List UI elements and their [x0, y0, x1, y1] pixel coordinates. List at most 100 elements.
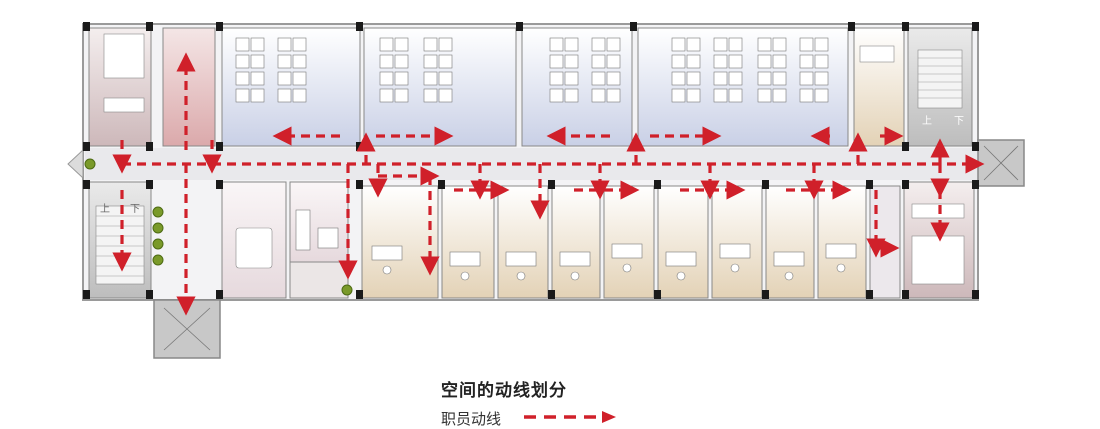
office-desk — [371, 245, 403, 261]
desk — [772, 37, 787, 52]
desk — [686, 37, 701, 52]
plant-icon — [152, 206, 164, 218]
desk — [423, 37, 438, 52]
office-desk — [719, 243, 751, 259]
desk — [606, 37, 621, 52]
desk — [423, 54, 438, 69]
column — [516, 22, 523, 31]
desk — [686, 71, 701, 86]
desk — [379, 37, 394, 52]
desk — [292, 71, 307, 86]
plant-icon — [84, 158, 96, 170]
desk — [814, 71, 829, 86]
stair-down-label: 下 — [954, 116, 964, 127]
column — [216, 290, 223, 299]
desk — [728, 37, 743, 52]
desk — [250, 54, 265, 69]
plant-icon — [152, 238, 164, 250]
plants — [84, 158, 353, 296]
desk — [591, 54, 606, 69]
plant-icon — [152, 222, 164, 234]
column — [146, 22, 153, 31]
diagram-title: 空间的动线划分 — [441, 381, 567, 401]
desk — [235, 71, 250, 86]
desk — [250, 71, 265, 86]
column — [83, 22, 90, 31]
column — [972, 22, 979, 31]
desk — [564, 37, 579, 52]
office-chair — [516, 271, 526, 281]
legend-swatch-staff-flow — [524, 411, 616, 423]
desk — [772, 54, 787, 69]
desk — [713, 37, 728, 52]
office-desk — [505, 251, 537, 267]
desk — [757, 71, 772, 86]
column — [654, 180, 661, 189]
column — [83, 180, 90, 189]
plant-icon — [152, 254, 164, 266]
desk — [564, 71, 579, 86]
desk — [606, 54, 621, 69]
desk — [277, 37, 292, 52]
desk — [438, 54, 453, 69]
column — [146, 142, 153, 151]
desk — [686, 88, 701, 103]
desk — [757, 88, 772, 103]
desk — [235, 88, 250, 103]
desk — [606, 88, 621, 103]
office-desk — [825, 243, 857, 259]
desk — [549, 71, 564, 86]
desk — [292, 88, 307, 103]
coffee-table — [317, 227, 339, 249]
desk — [814, 88, 829, 103]
column — [216, 180, 223, 189]
office-desk — [611, 243, 643, 259]
desk — [277, 88, 292, 103]
desk — [591, 88, 606, 103]
desk — [549, 37, 564, 52]
office-chair — [460, 271, 470, 281]
desk — [772, 71, 787, 86]
workstations — [235, 37, 857, 281]
desk — [277, 71, 292, 86]
office-chair — [676, 271, 686, 281]
structural-columns — [83, 22, 979, 299]
office-chair — [836, 263, 846, 273]
desk — [438, 88, 453, 103]
office-desk — [449, 251, 481, 267]
desk — [728, 71, 743, 86]
stair-core-bottom-left: 上 下 — [88, 181, 152, 299]
column — [972, 290, 979, 299]
desk — [564, 88, 579, 103]
desk — [549, 54, 564, 69]
desk — [564, 54, 579, 69]
restroom-bottom-right — [903, 181, 975, 299]
desk — [671, 88, 686, 103]
office-chair — [382, 265, 392, 275]
column — [548, 290, 555, 299]
column — [762, 180, 769, 189]
desk — [379, 88, 394, 103]
desk — [713, 88, 728, 103]
desk — [379, 54, 394, 69]
desk — [379, 71, 394, 86]
office-chair — [622, 263, 632, 273]
desk — [394, 37, 409, 52]
column — [762, 290, 769, 299]
lobby-room — [162, 27, 216, 147]
column — [356, 142, 363, 151]
desk — [394, 88, 409, 103]
plant-icon — [341, 284, 353, 296]
column — [972, 142, 979, 151]
column — [902, 180, 909, 189]
desk — [686, 54, 701, 69]
column — [654, 290, 661, 299]
office-desk — [665, 251, 697, 267]
column — [902, 290, 909, 299]
column — [216, 22, 223, 31]
column — [83, 290, 90, 299]
column — [438, 180, 445, 189]
desk — [671, 71, 686, 86]
elevator-shaft-right — [977, 139, 1025, 187]
staff-flow-lines — [112, 52, 985, 316]
